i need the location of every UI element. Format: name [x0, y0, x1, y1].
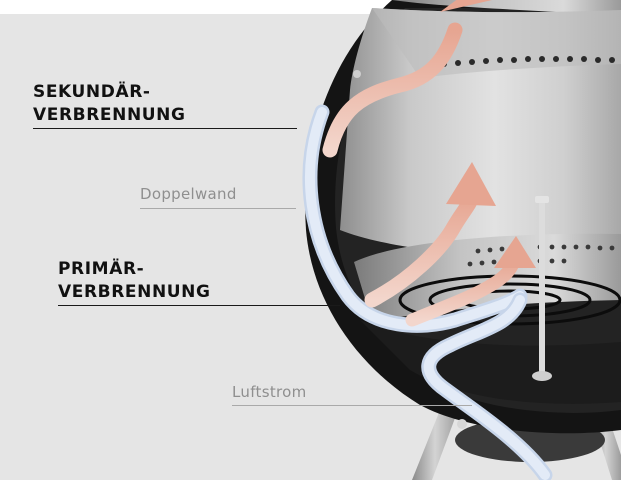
primary-combustion-label-line1: PRIMÄR-: [58, 259, 145, 279]
hot-air-arrowhead: [494, 236, 536, 268]
thermometer-base: [532, 371, 552, 381]
hot-air-arrow: [364, 188, 480, 308]
double-wall-label: Doppelwand: [140, 185, 237, 203]
secondary-combustion-label-line2: VERBRENNUNG: [33, 105, 186, 125]
hot-air-arrow: [322, 22, 463, 158]
grill-leg-left: [412, 410, 458, 480]
secondary-combustion-label-line1: SEKUNDÄR-: [33, 82, 151, 102]
shell-bolt: [457, 419, 467, 429]
thermometer-cap: [535, 196, 549, 203]
secondary-combustion-rule: [33, 128, 297, 129]
shell-bolt: [353, 70, 361, 78]
hot-air-arrowhead: [440, 0, 492, 12]
upper-steel-insert: [340, 8, 621, 259]
airflow-rule: [232, 405, 472, 406]
hot-air-arrowhead: [446, 162, 496, 206]
primary-combustion-label-line2: VERBRENNUNG: [58, 282, 211, 302]
double-wall-rule: [140, 208, 296, 209]
thermometer-rod: [539, 200, 545, 372]
cool-air-stream: [305, 107, 525, 331]
primary-combustion-rule: [58, 305, 340, 306]
airflow-label: Luftstrom: [232, 383, 307, 401]
lower-bowl: [360, 320, 621, 404]
cool-air-stream: [423, 295, 550, 480]
